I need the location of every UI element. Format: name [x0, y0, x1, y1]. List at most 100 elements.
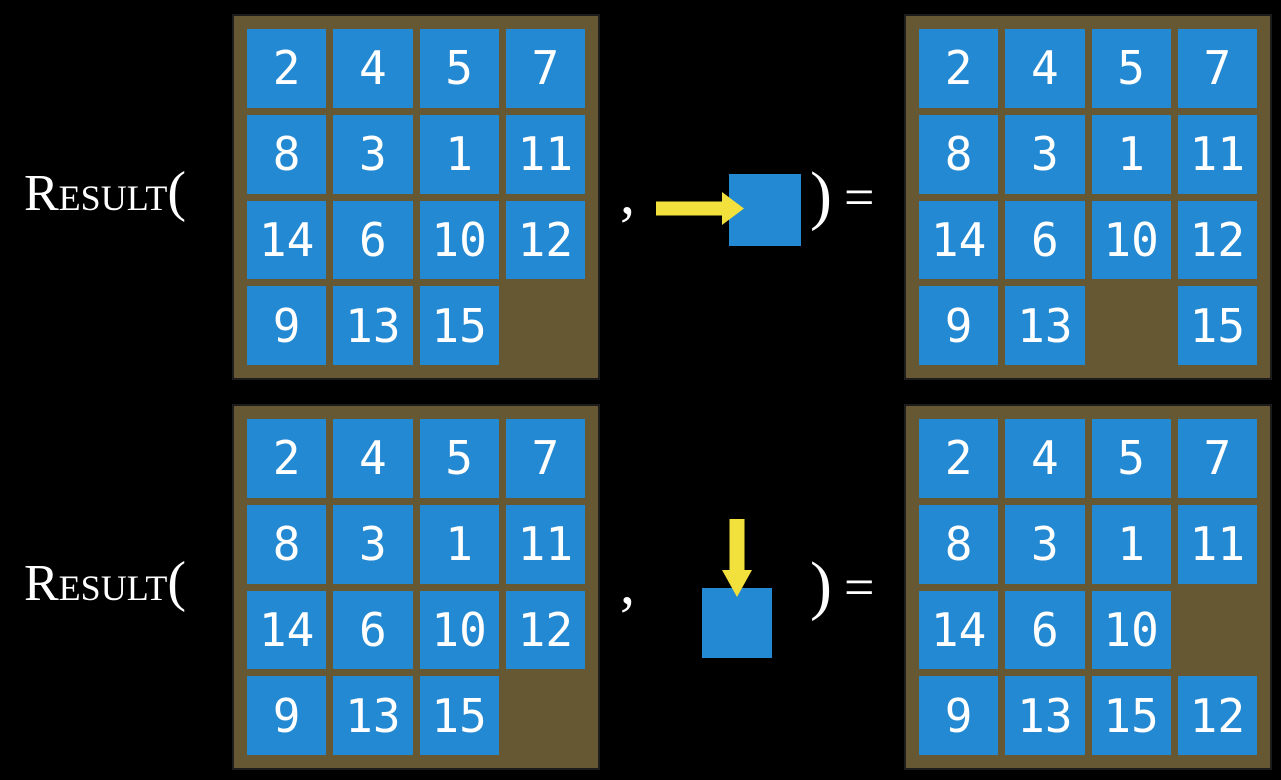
tile-number: 3 — [359, 127, 387, 182]
blank-cell — [506, 286, 585, 365]
tile-number: 6 — [1031, 602, 1059, 657]
tile-number: 5 — [445, 41, 473, 96]
puzzle-tile: 3 — [333, 504, 413, 584]
tile-number: 14 — [258, 212, 315, 267]
puzzle-tile: 7 — [1177, 419, 1257, 498]
tile-number: 8 — [944, 517, 973, 572]
puzzle-tile: 10 — [419, 200, 499, 280]
puzzle-tile: 7 — [505, 419, 585, 498]
tile-number: 8 — [272, 517, 301, 572]
puzzle-tile: 5 — [1091, 419, 1171, 498]
close-paren: ) — [810, 549, 832, 622]
arrow-down-icon — [722, 519, 752, 597]
tile-number: 6 — [359, 602, 387, 657]
puzzle-tile: 15 — [419, 676, 499, 755]
tile-number: 2 — [944, 41, 973, 96]
puzzle-tile: 14 — [247, 590, 327, 670]
tile-number: 14 — [930, 212, 987, 267]
tile-number: 7 — [1203, 41, 1232, 96]
tile-number: 13 — [345, 688, 401, 743]
puzzle-tile: 3 — [1005, 504, 1085, 584]
tile-number: 13 — [1017, 688, 1073, 743]
puzzle-tile: 9 — [919, 676, 999, 755]
tile-number: 2 — [272, 431, 301, 486]
puzzle-tile: 2 — [247, 419, 327, 498]
tile-number: 9 — [944, 298, 973, 353]
puzzle-tile: 15 — [419, 286, 499, 365]
puzzle-tile: 10 — [1091, 590, 1171, 670]
tile-number: 1 — [445, 127, 473, 182]
puzzle-tile: 5 — [1091, 29, 1171, 108]
tile-number: 13 — [1017, 298, 1073, 353]
open-paren: ( — [167, 161, 187, 223]
tile-number: 7 — [531, 431, 560, 486]
equals-sign: = — [844, 557, 875, 617]
tile-number: 12 — [1189, 212, 1246, 267]
tile-number: 14 — [258, 602, 315, 657]
tile-number: 11 — [517, 517, 574, 572]
open-paren: ( — [167, 551, 187, 613]
puzzle-tile: 2 — [919, 29, 999, 108]
tile-number: 4 — [359, 41, 387, 96]
tile-number: 10 — [1103, 212, 1159, 267]
puzzle-tile: 15 — [1177, 286, 1257, 365]
puzzle-tile: 2 — [919, 419, 999, 498]
arrow-right-icon — [656, 192, 744, 225]
tile-number: 4 — [1031, 41, 1059, 96]
tile-number: 3 — [1031, 517, 1059, 572]
tile-number: 9 — [944, 688, 973, 743]
puzzle-tile: 8 — [247, 504, 327, 584]
tile-number: 1 — [1117, 127, 1145, 182]
tile-number: 11 — [1189, 517, 1246, 572]
puzzle-tile: 14 — [919, 590, 999, 670]
blank-cell — [1178, 591, 1257, 670]
puzzle-tile: 9 — [247, 676, 327, 755]
puzzle-tile: 6 — [1005, 590, 1085, 670]
puzzle-tile: 9 — [247, 286, 327, 365]
tile-number: 9 — [272, 688, 301, 743]
puzzle-tile: 8 — [247, 114, 327, 194]
puzzle-tile: 13 — [333, 676, 413, 755]
tile-number: 14 — [930, 602, 987, 657]
tile-number: 1 — [445, 517, 473, 572]
function-name: Result — [24, 165, 168, 222]
tile-number: 11 — [517, 127, 574, 182]
tile-number: 5 — [1117, 41, 1145, 96]
tile-number: 2 — [944, 431, 973, 486]
puzzle-tile: 2 — [247, 29, 327, 108]
blank-cell — [1092, 286, 1171, 365]
puzzle-tile: 1 — [1091, 504, 1171, 584]
function-name: Result — [24, 555, 168, 612]
tile-number: 15 — [1103, 688, 1159, 743]
equals-sign: = — [844, 167, 875, 227]
tile-number: 9 — [272, 298, 301, 353]
puzzle-tile: 13 — [1005, 676, 1085, 755]
tile-number: 6 — [359, 212, 387, 267]
moving-tile — [702, 588, 772, 658]
blank-cell — [506, 676, 585, 755]
puzzle-tile: 14 — [247, 200, 327, 280]
tile-number: 5 — [1117, 431, 1145, 486]
puzzle-tile: 4 — [333, 419, 413, 498]
tile-number: 7 — [531, 41, 560, 96]
puzzle-tile: 10 — [419, 590, 499, 670]
puzzle-tile: 11 — [1177, 504, 1257, 584]
result-function-label: Result( — [24, 162, 186, 224]
puzzle-tile: 12 — [1177, 676, 1257, 755]
puzzle-tile: 11 — [505, 504, 585, 584]
puzzle-tile: 4 — [333, 29, 413, 108]
puzzle-tile: 4 — [1005, 419, 1085, 498]
tile-number: 12 — [517, 602, 574, 657]
tile-number: 1 — [1117, 517, 1145, 572]
puzzle-tile: 11 — [505, 114, 585, 194]
tile-number: 15 — [1189, 298, 1246, 353]
tile-number: 7 — [1203, 431, 1232, 486]
result-function-label: Result( — [24, 552, 186, 614]
puzzle-tile: 9 — [919, 286, 999, 365]
tile-number: 8 — [272, 127, 301, 182]
